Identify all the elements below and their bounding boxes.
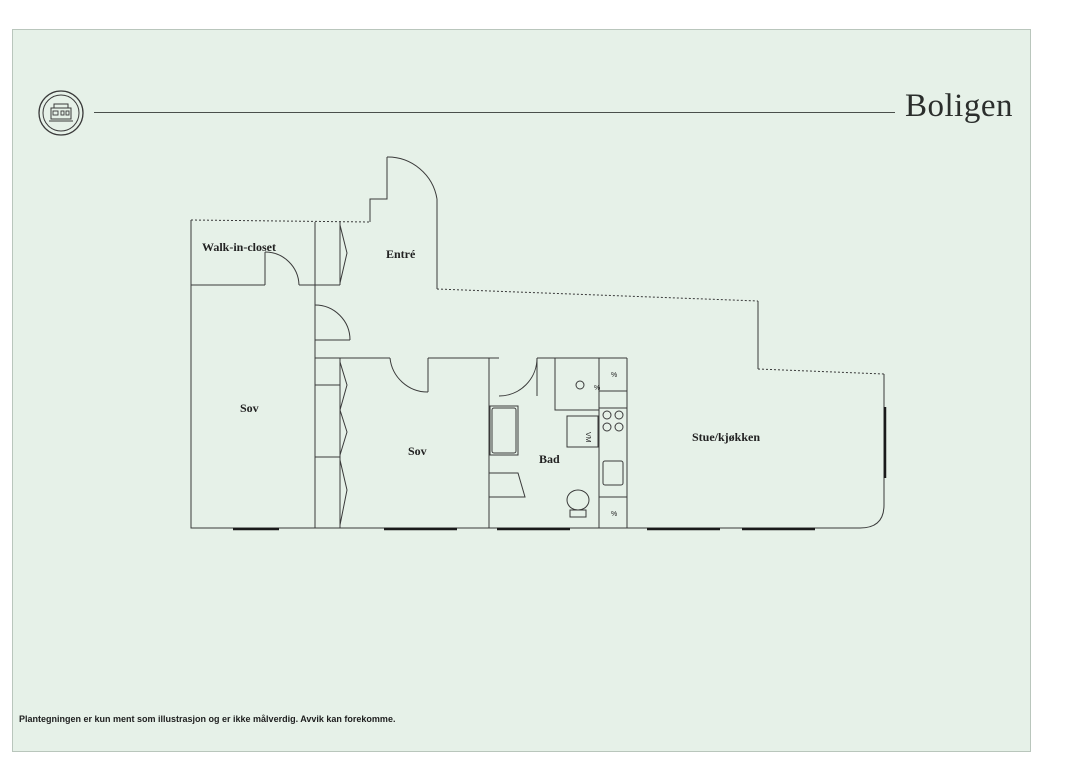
dashed-wall-top-left [190, 219, 371, 223]
toilet-tank [569, 509, 587, 518]
entry-walls [369, 157, 388, 222]
cooktop-burner-1 [602, 410, 612, 420]
dashed-wall-top-right [436, 288, 759, 302]
cooktop-burner-4 [614, 422, 624, 432]
bad-door-arc [498, 357, 538, 397]
wardrobe-doors-2 [339, 361, 348, 411]
wardrobe-doors-3 [339, 409, 348, 456]
wardrobe-doors-4 [339, 459, 348, 526]
header-rule [94, 112, 895, 113]
entry-door-arc [386, 156, 438, 200]
wardrobe-doors-1 [339, 224, 348, 284]
outer-wall [190, 220, 860, 529]
bad-cabinet [489, 472, 526, 498]
disclaimer-text: Plantegningen er kun ment som illustrasj… [19, 714, 396, 724]
room-label-sov-1: Sov [240, 401, 259, 415]
vent-symbol-2: % [611, 511, 617, 518]
sov1-door-arc [314, 304, 351, 341]
sov2-door-arc [389, 357, 429, 393]
washing-machine [566, 415, 599, 448]
page-title: Boligen [905, 88, 1013, 124]
room-label-walk-in-closet: Walk-in-closet [202, 240, 276, 254]
dashed-wall-stue [757, 368, 885, 375]
shower-drain-icon [575, 380, 585, 390]
vent-symbol-1: % [611, 372, 617, 379]
room-label-entre: Entré [386, 247, 416, 261]
washing-machine-label: VM [584, 432, 591, 443]
house-emblem-icon [38, 90, 84, 136]
kitchen-sink-icon [602, 460, 624, 486]
cooktop-burner-3 [602, 422, 612, 432]
outer-wall-corner [859, 374, 885, 529]
room-label-sov-2: Sov [408, 444, 427, 458]
room-label-stue-kjokken: Stue/kjøkken [692, 430, 760, 444]
bathtub-sink [489, 405, 519, 456]
cooktop-burner-2 [614, 410, 624, 420]
sink-basin [491, 407, 517, 454]
room-label-bad: Bad [539, 452, 560, 466]
shower-wall [554, 358, 599, 411]
toilet-icon [566, 489, 590, 511]
vent-symbol-3: % [594, 385, 600, 392]
plan-sheet [12, 29, 1031, 752]
closet-door-arc [264, 251, 300, 286]
